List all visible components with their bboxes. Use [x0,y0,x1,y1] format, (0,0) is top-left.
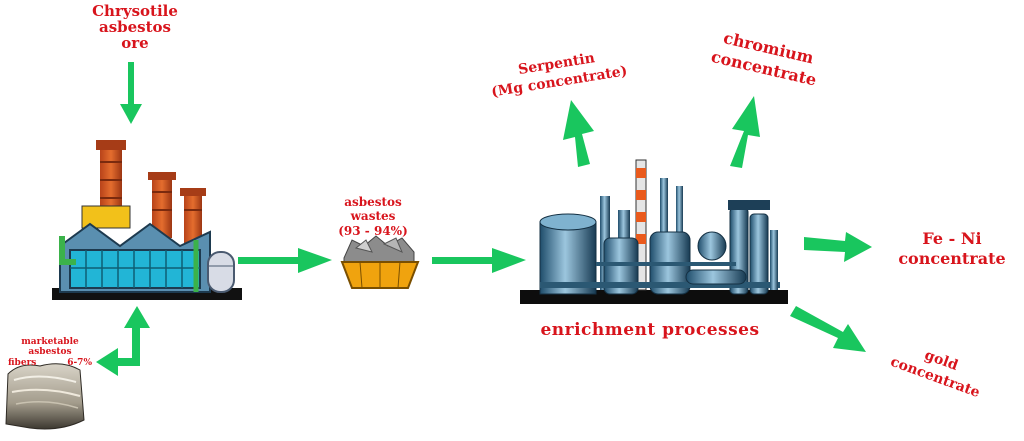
label-ore-line-1: Chrysotile [92,2,178,20]
label-ore-line-2: asbestos [98,17,172,36]
label-wastes-line-1: asbestos [344,195,402,209]
arrows [96,62,872,376]
refinery-icon [520,159,788,304]
label-ore-line-3: ore [121,33,149,52]
arrow-to-feni [804,232,872,262]
label-feni-line-1: Fe - Ni [922,229,982,248]
waste-skip-icon [340,235,420,289]
label-market-percent: 6-7% [67,357,92,368]
arrow-to-chromium [730,96,760,168]
label-wastes-line-3: (93 - 94%) [338,223,408,238]
asbestos-rock-icon [5,363,85,430]
label-enrichment-processes: enrichment processes [540,320,760,340]
arrow-wastes-to-refinery [432,248,526,273]
factory-icon [52,140,242,300]
arrow-ore-to-factory [120,62,142,124]
arrow-factory-to-fibers [96,306,150,376]
label-chrysotile-ore: Chrysotile asbestos ore [70,2,200,52]
label-market-line-1: marketable [21,337,79,347]
label-fe-ni: Fe - Ni concentrate [882,229,1022,269]
arrow-to-gold [790,306,866,352]
label-market-line-2: asbestos [28,347,72,358]
label-wastes-line-2: wastes [350,209,396,224]
label-market-fibers: fibers [8,357,37,368]
label-asbestos-wastes: asbestos wastes (93 - 94%) [318,195,428,238]
label-feni-line-2: concentrate [898,249,1006,268]
arrow-factory-to-wastes [238,248,332,273]
arrow-to-serpentin [563,100,594,167]
label-marketable-fibers: marketable asbestos fibers 6-7% [0,337,100,368]
label-market-row: fibers 6-7% [0,358,100,368]
